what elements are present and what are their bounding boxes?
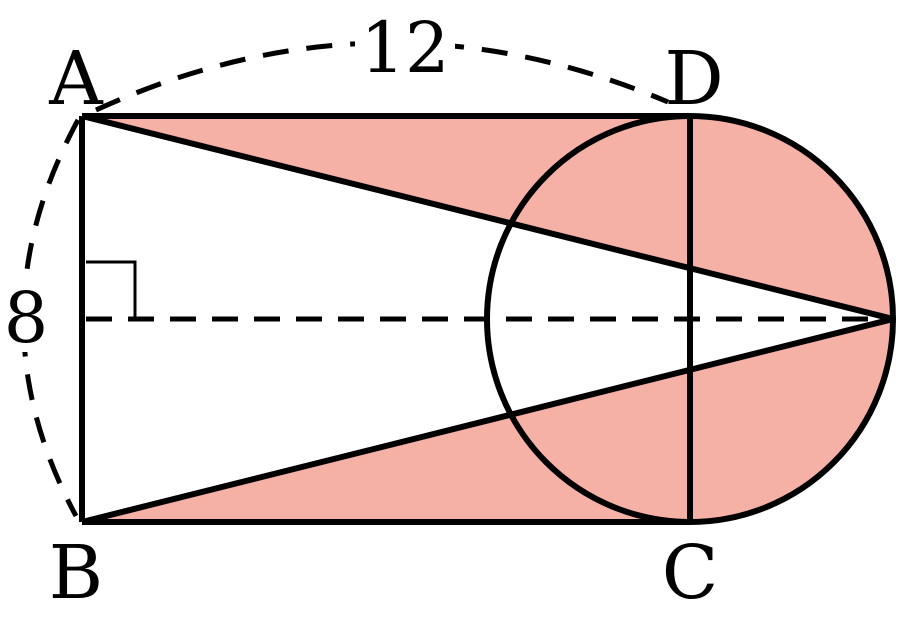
dimension-arc-top bbox=[94, 40, 669, 113]
dimension-left-label: 8 bbox=[4, 277, 49, 359]
dimension-left-bg bbox=[2, 280, 50, 352]
dimension-top-bg bbox=[355, 10, 455, 85]
vertex-label-b: B bbox=[49, 530, 103, 616]
segment-a-apex bbox=[81, 113, 894, 322]
segment-b-apex bbox=[81, 316, 894, 525]
vertex-label-c: C bbox=[662, 530, 719, 616]
right-angle-mark bbox=[86, 260, 137, 319]
vertex-label-a: A bbox=[48, 36, 104, 122]
shaded-region-circle bbox=[487, 116, 893, 522]
dimension-arc-left bbox=[21, 118, 81, 518]
dimension-top-label: 12 bbox=[360, 7, 449, 89]
vertex-label-d: D bbox=[664, 36, 723, 122]
